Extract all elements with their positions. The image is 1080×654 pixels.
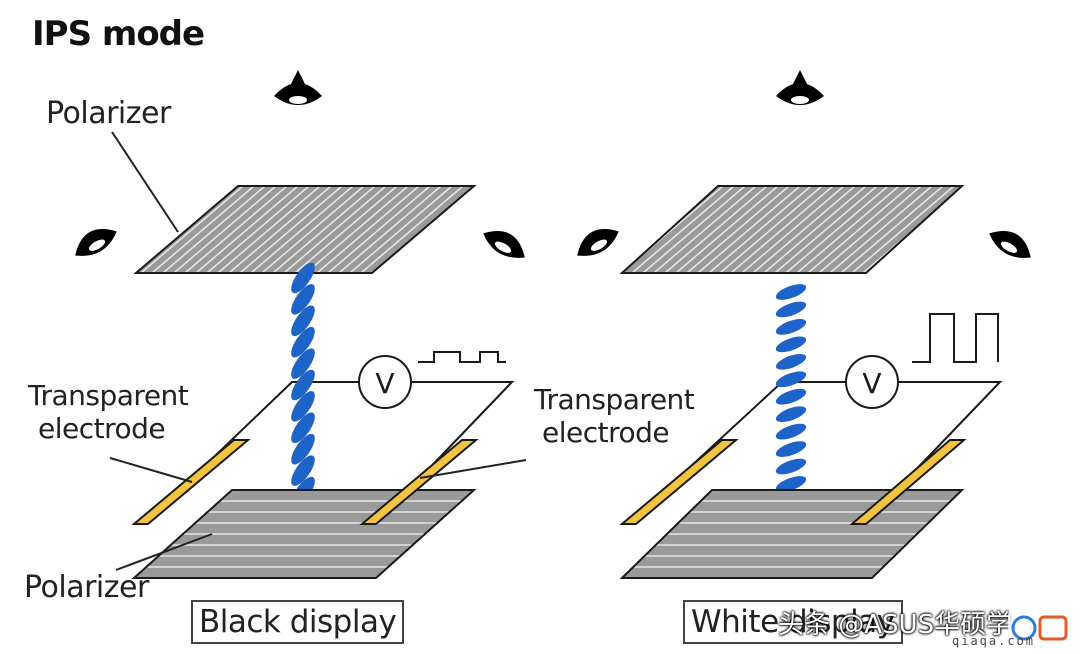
liquid-crystal-molecule (775, 458, 807, 475)
liquid-crystal-molecule (775, 423, 807, 440)
liquid-crystal-molecule (775, 371, 807, 388)
liquid-crystal-molecule (775, 301, 807, 318)
liquid-crystal-molecule (291, 412, 315, 444)
watermark-text: 头条 @ASUS华硕学 (778, 610, 1013, 640)
voltage-source-left: V (358, 355, 412, 409)
pulse-waveform-right (912, 313, 999, 363)
polarizer-top-leader-line (111, 131, 179, 233)
polarizer-bottom-label: Polarizer (24, 570, 149, 605)
eye-icon (274, 70, 322, 105)
left-panel: V (75, 70, 527, 579)
circuit-wires-left (189, 381, 515, 481)
voltage-symbol: V (862, 367, 881, 400)
liquid-crystal-molecule (775, 441, 807, 457)
electrode-leader-line (109, 457, 193, 483)
site-logo-badge (1008, 606, 1076, 650)
voltage-symbol: V (375, 367, 394, 400)
liquid-crystal-molecule (775, 406, 807, 423)
eye-icon (989, 231, 1031, 258)
liquid-crystal-molecule (775, 336, 807, 353)
liquid-crystal-molecule (775, 388, 807, 405)
electrode-leader-line (419, 459, 527, 479)
transparent-electrode-left-b (359, 439, 479, 525)
liquid-crystal-helix-right (775, 284, 807, 492)
watermark-site: qiaqa.com (952, 634, 1036, 648)
eye-icon (75, 229, 117, 256)
electrode-left-label-line2: electrode (38, 412, 166, 445)
liquid-crystal-molecule (775, 284, 807, 300)
liquid-crystal-molecule (291, 391, 315, 422)
eye-icon (483, 231, 525, 258)
liquid-crystal-molecule (291, 326, 315, 358)
top-polarizer-left (133, 185, 477, 274)
liquid-crystal-molecule (291, 369, 315, 401)
liquid-crystal-molecule (291, 284, 315, 315)
liquid-crystal-molecule (291, 262, 315, 294)
electrode-left-label-line1: Transparent (28, 379, 189, 412)
right-panel: V (577, 70, 1031, 579)
liquid-crystal-molecule (291, 305, 315, 337)
electrode-right-label-line1: Transparent (534, 383, 695, 416)
white-display-caption: White display (683, 600, 903, 644)
liquid-crystal-molecule (775, 353, 807, 370)
liquid-crystal-molecule (291, 455, 315, 486)
eye-icon (776, 70, 824, 105)
diagram-title: IPS mode (32, 14, 205, 54)
polarizer-bottom-leader-line (115, 533, 213, 571)
top-polarizer-right (619, 185, 965, 274)
voltage-source-right: V (845, 355, 899, 409)
black-display-caption: Black display (191, 600, 405, 644)
pulse-waveform-left (418, 351, 506, 363)
polarizer-top-label: Polarizer (46, 96, 171, 131)
liquid-crystal-molecule (775, 476, 807, 492)
liquid-crystal-helix-left (291, 262, 315, 508)
circuit-wires-right (675, 381, 1003, 481)
liquid-crystal-molecule (775, 319, 807, 335)
transparent-electrode-right-b (849, 439, 967, 525)
transparent-electrode-right-a (619, 439, 739, 525)
eye-icon (577, 229, 619, 256)
liquid-crystal-molecule (291, 348, 315, 379)
liquid-crystal-molecule (291, 433, 315, 465)
electrode-right-label-line2: electrode (542, 416, 670, 449)
